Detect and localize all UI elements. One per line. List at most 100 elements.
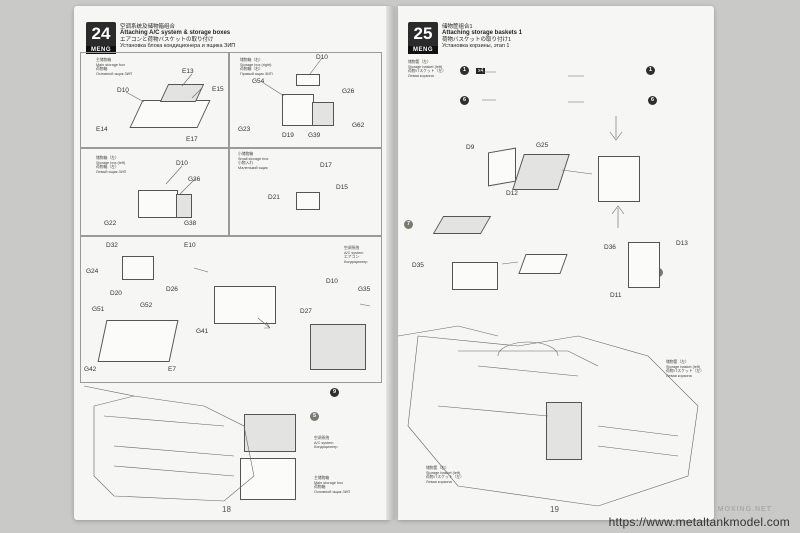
small-box-part (296, 192, 320, 210)
note-jp: 荷物箱（左） (96, 165, 119, 170)
panel-ac-system (80, 235, 382, 383)
step-number: 24 (91, 24, 111, 43)
right-box-part (282, 94, 314, 126)
step-24-badge: 24 MENG (86, 22, 116, 54)
left-box-side (176, 194, 192, 218)
note-cn: 主储物箱 (96, 58, 112, 62)
title-jp: 荷物バスケットの取り付け1 (442, 36, 512, 43)
callout-x-1b: 1 (646, 66, 655, 75)
note-ru: Кондиционер (314, 445, 338, 450)
note-cn: 储物筐（左） (666, 360, 689, 364)
part-label: D15 (336, 184, 348, 191)
callout-count: 7 (406, 221, 411, 227)
note-cn: 空调系统 (314, 436, 330, 440)
title-jp: エアコンと荷物バスケットの取り付け (120, 36, 214, 43)
callout-count: 6 (462, 97, 467, 103)
watermark-url: https://www.metaltankmodel.com (608, 515, 790, 529)
note-cn: 主储物箱 (314, 476, 330, 480)
note-jp: 小物入れ (238, 161, 254, 166)
part-label: G23 (238, 126, 251, 133)
part-label: D20 (110, 290, 122, 297)
note-ru: Левый ящик ЗИП (96, 169, 127, 174)
title-cn: 储物筐组合1 (442, 24, 473, 30)
part-label: G52 (140, 302, 153, 309)
note-jp: 荷物バスケット（左） (426, 475, 464, 480)
note-en: Main storage box (314, 480, 344, 485)
callout-count: 6 (650, 97, 655, 103)
part-label: G54 (252, 78, 265, 85)
panel-main-box (80, 52, 230, 149)
note-en: Small storage box (238, 156, 269, 161)
part-label: D10 (326, 278, 338, 285)
part-label: D9 (466, 144, 475, 151)
title-ru: Установка блока кондиционера и ящика ЗИП (120, 42, 236, 49)
callout-x-6b: 6 (648, 96, 657, 105)
step-24-title: 空调系统及储物箱组合 Attaching A/C system & storag… (120, 24, 235, 49)
note-ru: Левая корзина (666, 373, 692, 378)
note-ru: Правый ящик ЗИП (240, 71, 273, 76)
callout-count: 1 (462, 67, 467, 73)
panel-storage-right (228, 52, 382, 149)
note-en: Storage box (left) (96, 160, 126, 165)
panel-small-box (228, 147, 382, 237)
callout-x-6: 6 (460, 96, 469, 105)
part-d35 (452, 262, 498, 290)
part-label: G62 (352, 122, 365, 129)
note-cn: 储物箱（左） (96, 156, 119, 160)
multiplier-badge: x4 (476, 68, 486, 74)
part-label: G22 (104, 220, 117, 227)
part-label: D26 (166, 286, 178, 293)
title-cn: 空调系统及储物箱组合 (120, 24, 176, 30)
part-label: D32 (106, 242, 118, 249)
note-bottom-basket: 储物筐（右） Storage basket (left) 荷物バスケット（左） … (426, 466, 464, 484)
page-number: 18 (222, 505, 231, 514)
part-label: D21 (268, 194, 280, 201)
callout-w-5: 5 (310, 412, 319, 421)
note-main-box: 主储物箱 Main storage box 荷物箱 Основной ящик … (96, 58, 132, 76)
page-18: 24 MENG 空调系统及储物箱组合 Attaching A/C system … (74, 6, 390, 520)
part-label: E17 (186, 136, 198, 143)
ac-assembled (214, 286, 276, 324)
part-label: G26 (342, 88, 355, 95)
note-cn: 储物箱（右） (240, 58, 263, 62)
part-label: G51 (92, 306, 105, 313)
note-jp: 荷物箱 (314, 485, 326, 490)
part-label: G35 (358, 286, 371, 293)
callout-x-1: 1 (460, 66, 469, 75)
part-label: E7 (168, 366, 176, 373)
title-en: Attaching storage baskets 1 (442, 30, 523, 37)
part-label: E14 (96, 126, 108, 133)
part-label: G42 (84, 366, 97, 373)
part-label: D36 (604, 244, 616, 251)
part-label: D35 (412, 262, 424, 269)
tank-basket (546, 402, 582, 460)
callout-x-9: 9 (330, 388, 339, 397)
title-ru: Установка корзины, этап 1 (442, 42, 510, 49)
note-ac: 空调系统 A/C system エアコン Кондиционер (344, 246, 367, 264)
callout-count: 1 (648, 67, 653, 73)
part-label: E15 (212, 86, 224, 93)
callout-count: 5 (312, 413, 317, 419)
note-ru: Левая корзина (408, 73, 434, 78)
note-en: A/C system (314, 440, 334, 445)
note-jp: 荷物バスケット（左） (666, 369, 704, 374)
note-en: Storage basket (left) (426, 470, 461, 475)
part-label: D11 (610, 292, 622, 299)
part-label: D13 (676, 240, 688, 247)
callout-count: 9 (332, 389, 337, 395)
part-label: D10 (316, 54, 328, 61)
note-jp: 荷物バスケット（左） (408, 69, 446, 74)
note-jp: 荷物箱 (96, 67, 108, 72)
part-label: D10 (117, 87, 129, 94)
note-en: Storage basket (left) (666, 364, 701, 369)
part-label: D19 (282, 132, 294, 139)
watermark-brand: MOXING.NET (717, 506, 772, 513)
note-cn: 储物筐（左） (408, 60, 431, 64)
step-number: 25 (413, 24, 433, 43)
left-linework (83, 57, 371, 502)
basket-assembled (598, 156, 640, 202)
note-storage-right: 储物箱（右） Storage box (right) 荷物箱（右） Правый… (240, 58, 273, 76)
note-top-basket: 储物筐（左） Storage basket (left) 荷物バスケット（左） … (408, 60, 446, 78)
note-bottom-ac: 空调系统 A/C system Кондиционер (314, 436, 337, 450)
note-ru: Основной ящик ЗИП (96, 71, 133, 76)
